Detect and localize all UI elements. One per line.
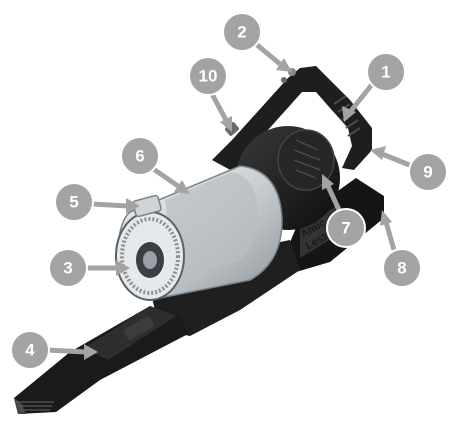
callout-7: 7 <box>326 208 366 248</box>
arrow-8 <box>383 221 397 251</box>
callout-10-label: 10 <box>199 67 218 86</box>
callout-4-label: 4 <box>25 341 35 360</box>
arrow-10 <box>209 92 229 122</box>
arrowhead-2 <box>276 58 292 72</box>
callout-3: 3 <box>48 248 88 288</box>
arrowhead-3 <box>116 260 130 276</box>
bin-release-latch <box>132 194 162 218</box>
arrowhead-1 <box>342 106 356 122</box>
callout-2-label: 2 <box>237 23 246 42</box>
dust-bin-filter <box>165 172 258 280</box>
callout-9: 9 <box>408 152 448 192</box>
arrowhead-9 <box>370 146 386 160</box>
arrow-2 <box>254 42 282 66</box>
callout-8-label: 8 <box>397 259 406 278</box>
callout-6-label: 6 <box>135 147 144 166</box>
arrow-4 <box>45 347 87 355</box>
callout-4: 4 <box>10 330 50 370</box>
arrowhead-6 <box>174 180 190 194</box>
arrowhead-5 <box>126 198 140 214</box>
arrowhead-4 <box>84 344 98 360</box>
vacuum-body: Amic Lestre <box>14 66 384 414</box>
callout-arrows <box>45 42 413 360</box>
callout-8: 8 <box>382 248 422 288</box>
callout-6: 6 <box>120 136 160 176</box>
arrowhead-10 <box>220 116 232 132</box>
callout-1-label: 1 <box>381 63 390 82</box>
battery-label-panel <box>300 206 336 258</box>
bin-ribbed-ring <box>120 217 180 295</box>
callout-5-label: 5 <box>69 193 78 212</box>
mode-button <box>281 77 287 83</box>
callout-1: 1 <box>366 52 406 92</box>
callout-7-label: 7 <box>341 219 350 238</box>
arrowhead-7 <box>322 174 334 190</box>
callout-5: 5 <box>54 182 94 222</box>
suction-inlet-core <box>143 251 157 269</box>
arrow-5 <box>91 201 129 209</box>
callout-2: 2 <box>222 12 262 52</box>
arrow-7 <box>325 184 343 214</box>
callout-9-label: 9 <box>423 163 432 182</box>
arrowhead-8 <box>380 210 392 226</box>
arrow-9 <box>381 151 413 169</box>
arrow-6 <box>150 165 180 189</box>
motor-vent-lines <box>293 139 321 179</box>
nozzle-button <box>124 316 154 340</box>
callout-10: 10 <box>188 56 228 96</box>
brush-bristle-lines <box>16 401 54 411</box>
callout-3-label: 3 <box>63 259 72 278</box>
motor-vents <box>277 129 335 191</box>
arrow-1 <box>348 80 376 114</box>
